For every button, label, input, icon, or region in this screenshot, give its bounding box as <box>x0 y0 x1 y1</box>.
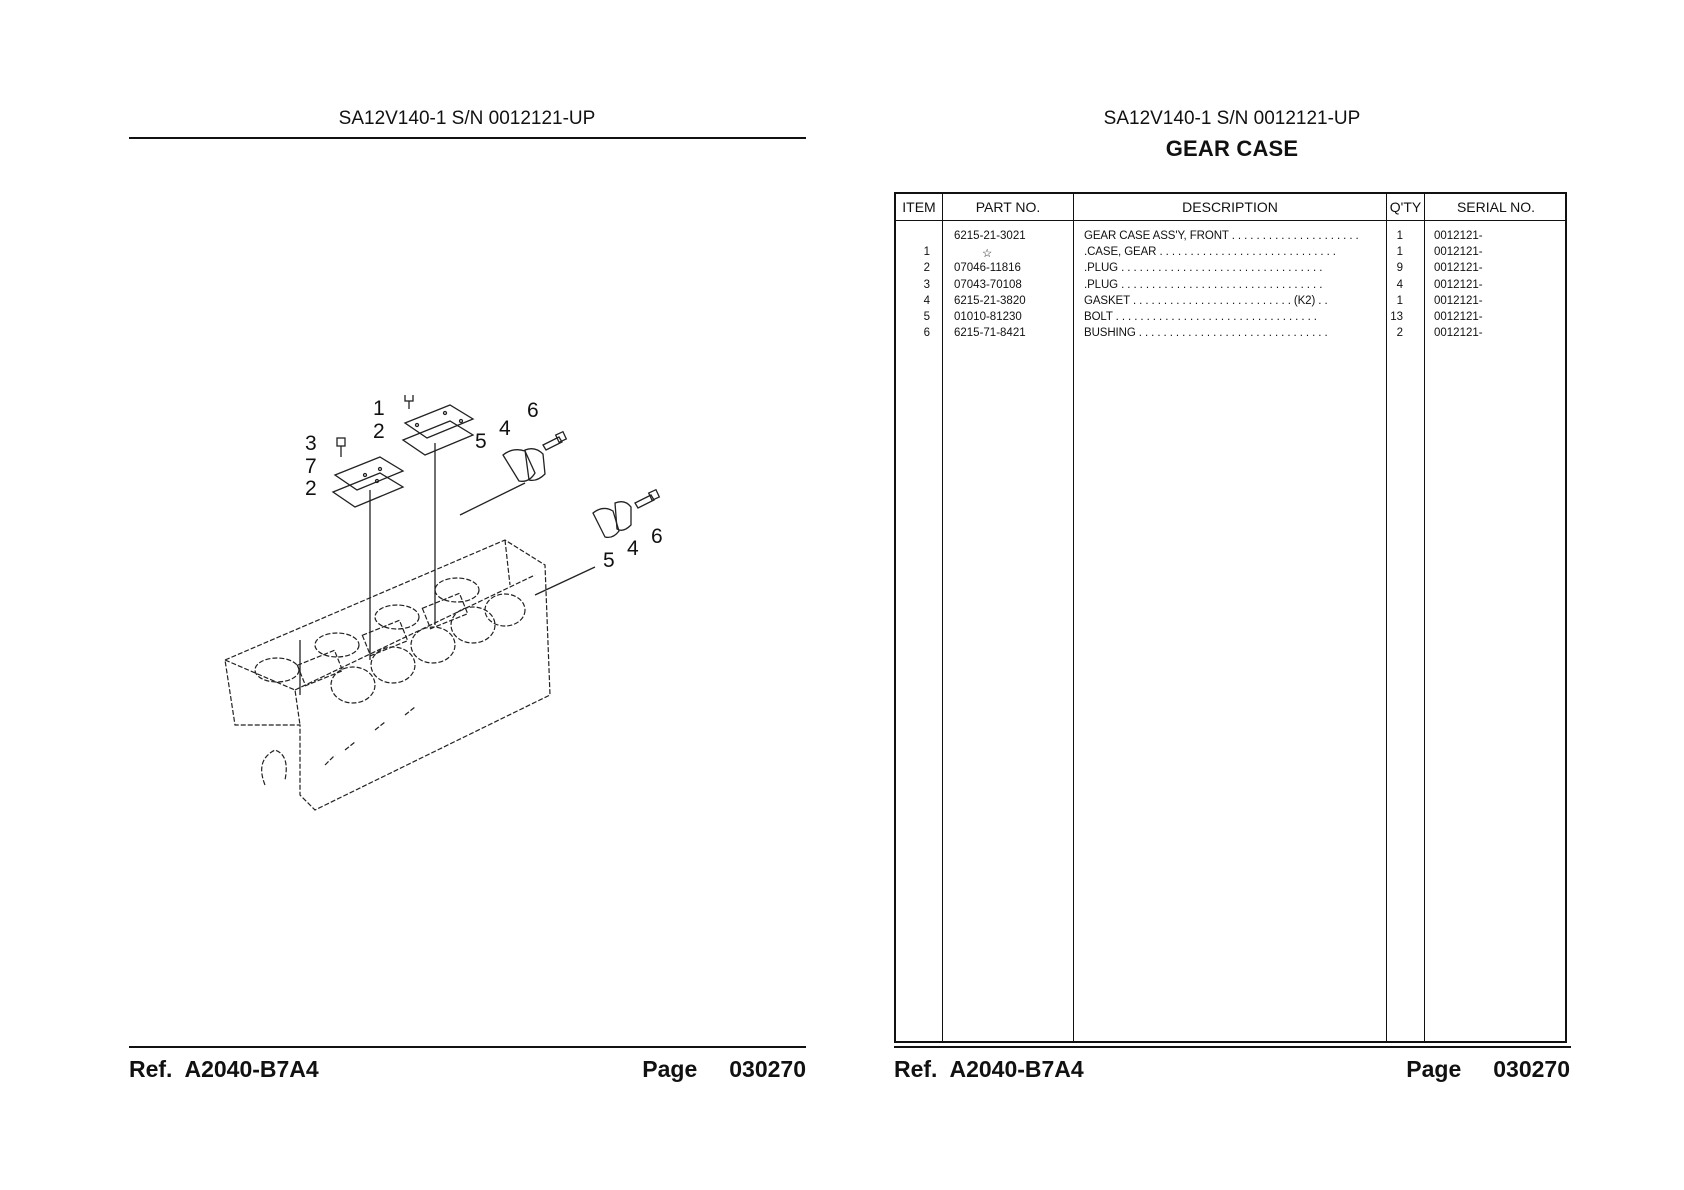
page-title: GEAR CASE <box>1165 136 1299 161</box>
description-cell: .PLUG . . . . . . . . . . . . . . . . . … <box>1084 262 1323 275</box>
ref-label: Ref. <box>894 1056 938 1082</box>
ref-value: A2040-B7A4 <box>949 1056 1084 1082</box>
description-cell: .CASE, GEAR . . . . . . . . . . . . . . … <box>1084 246 1336 259</box>
table-row: 1 ☆ .CASE, GEAR . . . . . . . . . . . . … <box>896 246 1565 262</box>
serial-cell: 0012121- <box>1434 327 1483 340</box>
footer-ref: Ref. A2040-B7A4 <box>129 1056 319 1083</box>
qty-cell: 1 <box>1396 246 1403 259</box>
page-label: Page <box>1406 1056 1462 1082</box>
table-row: 6215-21-3021 GEAR CASE ASS'Y, FRONT . . … <box>896 230 1565 246</box>
page-label: Page <box>642 1056 698 1082</box>
callout-label: 5 <box>603 549 615 572</box>
ref-value: A2040-B7A4 <box>184 1056 319 1082</box>
part-no-cell: 6215-71-8421 <box>954 327 1026 340</box>
callout-label: 4 <box>627 537 639 560</box>
callout-label: 2 <box>305 477 317 500</box>
part-no-cell: 6215-21-3820 <box>954 294 1026 307</box>
description-cell: GASKET . . . . . . . . . . . . . . . . .… <box>1084 294 1328 307</box>
callout-label: 4 <box>499 417 511 440</box>
qty-cell: 1 <box>1396 294 1403 307</box>
footer-page: Page 030270 <box>1330 1056 1570 1083</box>
item-cell: 5 <box>923 310 930 323</box>
callout-label: 3 <box>373 395 385 398</box>
serial-cell: 0012121- <box>1434 278 1483 291</box>
column-header-part-no: PART NO. <box>975 199 1041 215</box>
callout-label: 5 <box>475 430 487 453</box>
column-header-item: ITEM <box>902 199 936 215</box>
serial-cell: 0012121- <box>1434 230 1483 242</box>
item-cell: 1 <box>923 246 930 259</box>
callout-label: 6 <box>527 399 539 422</box>
ref-label: Ref. <box>129 1056 173 1082</box>
header-rule <box>129 137 806 139</box>
description-cell: BOLT . . . . . . . . . . . . . . . . . .… <box>1084 310 1317 323</box>
callout-label: 7 <box>305 455 317 478</box>
table-row: 5 01010-81230 BOLT . . . . . . . . . . .… <box>896 311 1565 327</box>
serial-cell: 0012121- <box>1434 262 1483 275</box>
part-no-cell: ☆ <box>982 248 993 261</box>
part-no-cell: 07046-11816 <box>954 262 1021 275</box>
part-no-cell: 01010-81230 <box>954 310 1022 323</box>
page-number: 030270 <box>1493 1056 1570 1082</box>
column-header-description: DESCRIPTION <box>1182 199 1278 215</box>
part-no-cell: 6215-21-3021 <box>954 230 1026 242</box>
table-row: 3 07043-70108 .PLUG . . . . . . . . . . … <box>896 279 1565 295</box>
engine-block-illustration: 3 1 2 3 7 2 5 4 6 5 4 6 <box>224 395 663 811</box>
parts-table: ITEM PART NO. DESCRIPTION Q'TY SERIAL NO… <box>894 192 1567 1043</box>
item-cell: 3 <box>923 278 930 291</box>
serial-cell: 0012121- <box>1434 294 1483 307</box>
callout-label: 2 <box>373 420 385 443</box>
item-cell: 2 <box>923 262 930 275</box>
table-row: 6 6215-71-8421 BUSHING . . . . . . . . .… <box>896 327 1565 343</box>
description-cell: BUSHING . . . . . . . . . . . . . . . . … <box>1084 327 1328 340</box>
model-header: SA12V140-1 S/N 0012121-UP <box>338 108 596 129</box>
callout-label: 3 <box>305 432 317 455</box>
part-no-cell: 07043-70108 <box>954 278 1022 291</box>
table-row: 2 07046-11816 .PLUG . . . . . . . . . . … <box>896 262 1565 278</box>
description-cell: GEAR CASE ASS'Y, FRONT . . . . . . . . .… <box>1084 230 1359 242</box>
parts-rows: 6215-21-3021 GEAR CASE ASS'Y, FRONT . . … <box>896 230 1565 343</box>
qty-cell: 9 <box>1396 262 1403 275</box>
footer-rule <box>894 1046 1571 1048</box>
qty-cell: 2 <box>1396 327 1403 340</box>
callout-label: 6 <box>651 525 663 548</box>
serial-cell: 0012121- <box>1434 310 1483 323</box>
item-cell: 6 <box>923 327 930 340</box>
callout-label: 1 <box>373 397 385 420</box>
footer-ref: Ref. A2040-B7A4 <box>894 1056 1084 1083</box>
left-page: SA12V140-1 S/N 0012121-UP <box>129 108 806 1083</box>
page-number: 030270 <box>729 1056 806 1082</box>
serial-cell: 0012121- <box>1434 246 1483 259</box>
model-header: SA12V140-1 S/N 0012121-UP <box>1103 108 1361 129</box>
description-cell: .PLUG . . . . . . . . . . . . . . . . . … <box>1084 278 1323 291</box>
item-cell: 4 <box>923 294 930 307</box>
qty-cell: 4 <box>1396 278 1403 291</box>
qty-cell: 13 <box>1390 310 1403 323</box>
column-header-serial-no: SERIAL NO. <box>1456 199 1536 215</box>
qty-cell: 1 <box>1396 230 1403 242</box>
table-row: 4 6215-21-3820 GASKET . . . . . . . . . … <box>896 295 1565 311</box>
right-page: SA12V140-1 S/N 0012121-UP GEAR CASE ITEM… <box>842 0 1684 1190</box>
footer-rule <box>129 1046 806 1048</box>
footer-page: Page 030270 <box>566 1056 806 1083</box>
column-header-qty: Q'TY <box>1389 199 1422 215</box>
